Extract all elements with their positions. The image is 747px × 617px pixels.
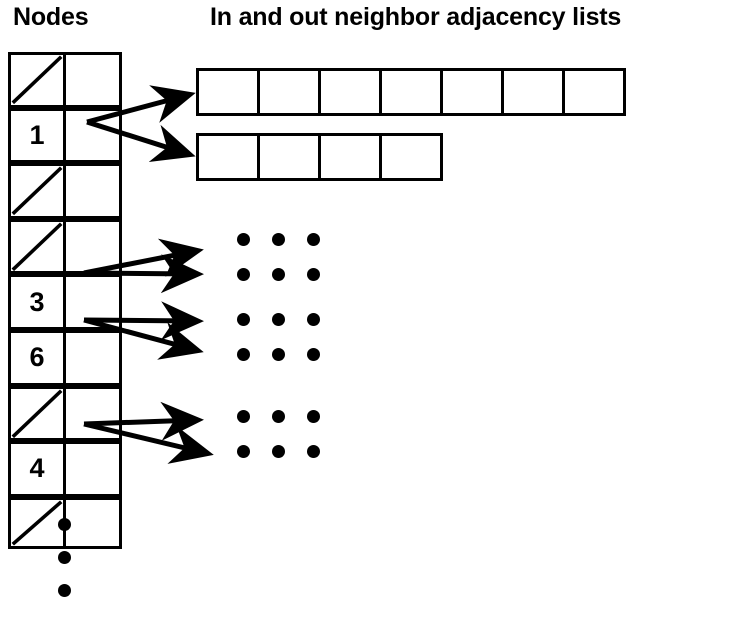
ellipsis-dot <box>237 233 250 246</box>
ellipsis-dot <box>272 313 285 326</box>
node-table: 1 3 <box>8 52 122 549</box>
node-pointer-cell <box>63 330 122 386</box>
ellipsis-dot <box>307 445 320 458</box>
ellipsis-dot <box>272 268 285 281</box>
ellipsis-dot <box>58 518 71 531</box>
ellipsis-group-node-3 <box>237 233 342 281</box>
node-pointer-cell <box>63 218 122 275</box>
node-id-label: 4 <box>29 453 45 484</box>
node-id-cell <box>8 52 66 108</box>
adjacency-cell <box>257 68 321 116</box>
ellipsis-row <box>237 313 342 326</box>
ellipsis-dot <box>272 445 285 458</box>
ellipsis-dot <box>237 268 250 281</box>
table-row: 1 <box>8 107 122 164</box>
ellipsis-dot <box>272 410 285 423</box>
ellipsis-dot <box>272 233 285 246</box>
adjacency-cell <box>440 68 504 116</box>
node-id-cell: 4 <box>8 441 66 497</box>
adjacency-cell <box>196 68 260 116</box>
adjacency-list-in-neighbors <box>196 68 626 116</box>
ellipsis-dot <box>307 348 320 361</box>
adjacency-list-diagram: Nodes In and out neighbor adjacency list… <box>8 3 626 597</box>
ellipsis-dot <box>272 348 285 361</box>
ellipsis-dot <box>237 410 250 423</box>
ellipsis-dot <box>237 313 250 326</box>
ellipsis-row <box>237 348 342 361</box>
ellipsis-row <box>237 268 342 281</box>
empty-slash-icon <box>11 500 63 546</box>
table-row <box>8 385 122 442</box>
adjacency-cell <box>379 133 443 181</box>
adjacency-cell <box>318 68 382 116</box>
adjacency-cell <box>379 68 443 116</box>
node-table-continuation-ellipsis <box>58 518 71 617</box>
node-id-cell: 6 <box>8 330 66 386</box>
node-id-label: 3 <box>29 286 45 317</box>
ellipsis-dot <box>307 410 320 423</box>
node-id-label: 1 <box>29 119 45 150</box>
node-id-cell <box>8 218 66 275</box>
ellipsis-dot <box>58 551 71 564</box>
ellipsis-dot <box>307 233 320 246</box>
ellipsis-dot <box>307 268 320 281</box>
adjacency-lists-header: In and out neighbor adjacency lists <box>210 3 622 31</box>
table-row <box>8 218 122 275</box>
node-pointer-cell <box>63 496 122 549</box>
adjacency-cell <box>562 68 626 116</box>
ellipsis-dot <box>237 445 250 458</box>
node-id-cell <box>8 163 66 219</box>
adjacency-list-out-neighbors <box>196 133 443 181</box>
node-pointer-cell <box>63 52 122 108</box>
ellipsis-dot <box>237 348 250 361</box>
ellipsis-row <box>237 445 342 458</box>
table-row <box>8 163 122 219</box>
adjacency-cell <box>196 133 260 181</box>
ellipsis-dot <box>307 313 320 326</box>
node-pointer-cell <box>63 441 122 497</box>
empty-slash-icon <box>11 55 63 105</box>
empty-slash-icon <box>11 166 63 216</box>
empty-slash-icon <box>11 222 63 271</box>
adjacency-cell <box>257 133 321 181</box>
table-row <box>8 52 122 108</box>
node-pointer-cell <box>63 163 122 219</box>
node-id-label: 6 <box>29 342 45 373</box>
node-pointer-cell <box>63 385 122 442</box>
ellipsis-group-node-4 <box>237 410 342 458</box>
table-row: 3 <box>8 274 122 330</box>
adjacency-cell <box>501 68 565 116</box>
table-row: 6 <box>8 330 122 386</box>
ellipsis-dot <box>58 584 71 597</box>
ellipsis-group-node-6 <box>237 313 342 361</box>
nodes-column-header: Nodes <box>13 3 89 31</box>
ellipsis-row <box>237 233 342 246</box>
ellipsis-row <box>237 410 342 423</box>
table-row: 4 <box>8 441 122 497</box>
adjacency-cell <box>318 133 382 181</box>
node-id-cell: 3 <box>8 274 66 330</box>
empty-slash-icon <box>11 389 63 438</box>
node-pointer-cell <box>63 274 122 330</box>
node-id-cell: 1 <box>8 107 66 164</box>
node-id-cell <box>8 385 66 442</box>
node-pointer-cell <box>63 107 122 164</box>
